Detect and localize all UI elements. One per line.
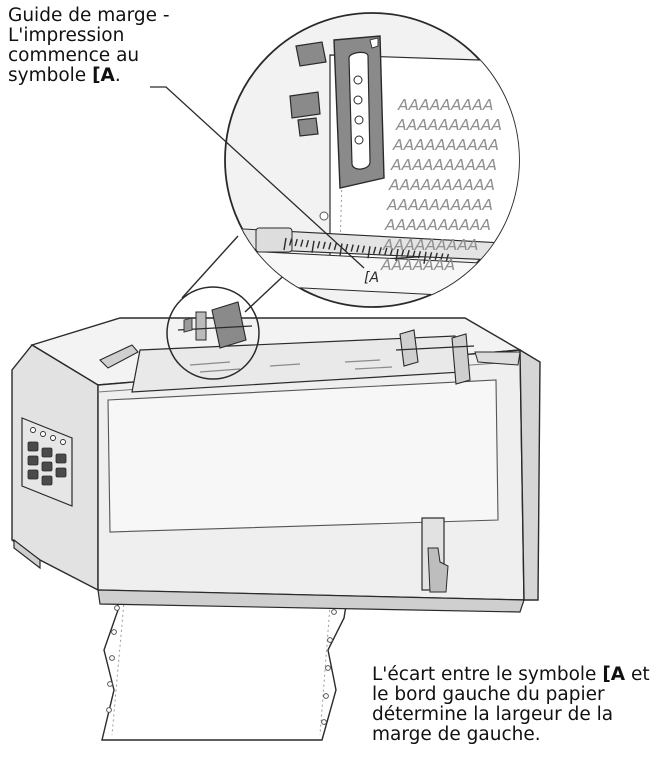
- margin-symbol: [A: [602, 664, 626, 685]
- sample-row: AAAAAAAAAA: [390, 156, 497, 174]
- scale-tick: [412, 250, 416, 258]
- scale-tick: [361, 245, 366, 253]
- scale-tick: [316, 241, 321, 249]
- sample-row: AAAAAAAAA: [397, 96, 493, 114]
- scale-tick: [344, 243, 349, 252]
- scale-tick: [367, 246, 371, 259]
- zoom-connector-left: [181, 235, 239, 299]
- zoom-detail: [A AAAAAAAAA AAAAAAAAAA AAAAAAAAAA AAAAA…: [224, 12, 520, 308]
- callout-line: symbole: [8, 65, 93, 86]
- margin-scale: [283, 237, 450, 264]
- callout-line: L'écart entre le symbole: [372, 664, 603, 685]
- margin-width-callout: L'écart entre le symbole [A et le bord g…: [372, 665, 660, 745]
- scale-tick: [428, 252, 433, 260]
- left-tractor: [177, 301, 253, 349]
- scale-tick: [417, 251, 422, 259]
- scale-tick: [434, 252, 438, 261]
- scale-tick: [322, 241, 326, 250]
- callout-line: détermine la largeur de la: [372, 704, 614, 725]
- callout-line: commence au: [8, 45, 140, 66]
- margin-guide-callout: Guide de marge - L'impression commence a…: [8, 6, 223, 86]
- scale-tick: [384, 247, 388, 256]
- callout-line: marge de gauche.: [372, 724, 541, 745]
- scale-tick: [378, 247, 382, 255]
- scale-marker-label: [A: [364, 270, 379, 286]
- paper-select-lever: [421, 517, 449, 593]
- sample-row: AAAAAAAAAA: [388, 176, 495, 194]
- sample-row: AAAAAAAAAA: [392, 136, 499, 154]
- zoom-tractor: [289, 35, 385, 189]
- callout-line: L'impression: [8, 25, 125, 46]
- scale-tick: [288, 238, 293, 246]
- scale-tick: [311, 240, 315, 253]
- right-tractor: [395, 329, 475, 385]
- callout-line: Guide de marge -: [8, 5, 170, 26]
- scale-tick: [294, 238, 298, 247]
- scale-tick: [283, 237, 287, 251]
- scale-tick: [339, 243, 343, 256]
- sample-row: AAAAAAA: [380, 256, 455, 274]
- scale-tick: [333, 242, 338, 251]
- scale-tick: [305, 240, 310, 248]
- callout-line: et: [625, 664, 650, 685]
- sample-row: AAAAAAAAAA: [386, 196, 493, 214]
- scale-tick: [406, 249, 410, 258]
- callout-line: le bord gauche du papier: [372, 684, 605, 705]
- scale-tick: [300, 239, 304, 247]
- margin-symbol: [A: [92, 65, 115, 86]
- sample-row: AAAAAAAAAA: [395, 116, 502, 134]
- printer-body: [11, 317, 541, 613]
- scale-tick: [445, 253, 450, 262]
- sample-row: AAAAAAAAA: [382, 236, 478, 254]
- scale-tick: [395, 248, 399, 262]
- scale-tick: [328, 242, 332, 250]
- scale-tick: [389, 248, 394, 256]
- printed-sample: AAAAAAAAA AAAAAAAAAA AAAAAAAAAA AAAAAAAA…: [380, 96, 502, 274]
- sample-row: AAAAAAAAAA: [384, 216, 491, 234]
- scale-tick: [400, 249, 405, 257]
- callout-line: .: [114, 65, 121, 86]
- detail-circle: [166, 286, 260, 380]
- scale-tick: [356, 244, 360, 253]
- callout-leader-line: [150, 86, 365, 269]
- scale-tick: [350, 244, 354, 252]
- operator-panel: [21, 417, 73, 507]
- scale-tick: [440, 253, 444, 261]
- scale-tick: [423, 251, 427, 264]
- scale-tick: [372, 246, 377, 254]
